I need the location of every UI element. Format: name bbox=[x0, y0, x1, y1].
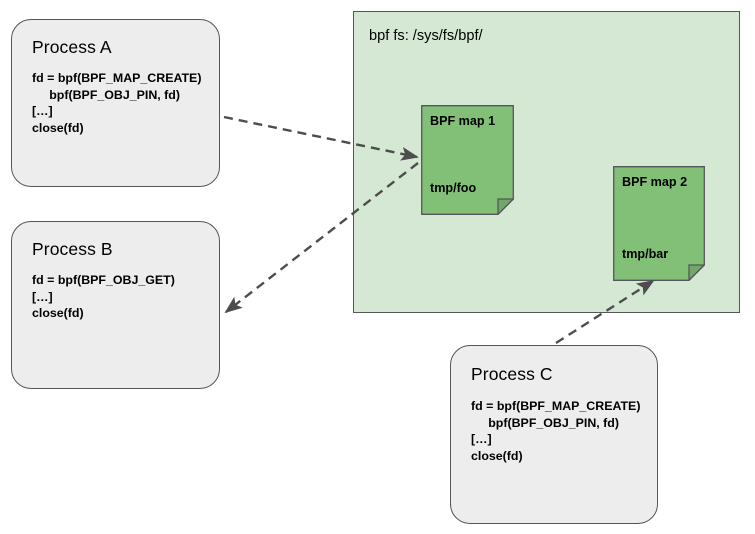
document-shape-icon bbox=[421, 105, 514, 215]
bpf-map-1-node[interactable]: BPF map 1 tmp/foo bbox=[421, 105, 514, 215]
process-b-box[interactable]: Process B fd = bpf(BPF_OBJ_GET) […] clos… bbox=[11, 221, 220, 389]
process-c-code: fd = bpf(BPF_MAP_CREATE) bpf(BPF_OBJ_PIN… bbox=[471, 399, 641, 463]
process-a-box[interactable]: Process A fd = bpf(BPF_MAP_CREATE) bpf(B… bbox=[11, 19, 220, 187]
process-b-code: fd = bpf(BPF_OBJ_GET) […] close(fd) bbox=[32, 273, 175, 320]
process-a-code: fd = bpf(BPF_MAP_CREATE) bpf(BPF_OBJ_PIN… bbox=[32, 71, 202, 135]
process-b-title: Process B bbox=[32, 239, 113, 259]
document-shape-icon bbox=[613, 166, 705, 281]
process-c-box[interactable]: Process C fd = bpf(BPF_MAP_CREATE) bpf(B… bbox=[450, 345, 658, 524]
bpf-map-2-title: BPF map 2 bbox=[622, 175, 688, 189]
process-c-title: Process C bbox=[471, 364, 553, 384]
bpf-map-1-path: tmp/foo bbox=[430, 181, 477, 195]
bpf-filesystem-label: bpf fs: /sys/fs/bpf/ bbox=[369, 28, 483, 44]
bpf-map-1-title: BPF map 1 bbox=[430, 114, 496, 128]
bpf-map-2-node[interactable]: BPF map 2 tmp/bar bbox=[613, 166, 705, 281]
bpf-map-2-path: tmp/bar bbox=[622, 247, 669, 261]
process-a-title: Process A bbox=[32, 37, 112, 57]
